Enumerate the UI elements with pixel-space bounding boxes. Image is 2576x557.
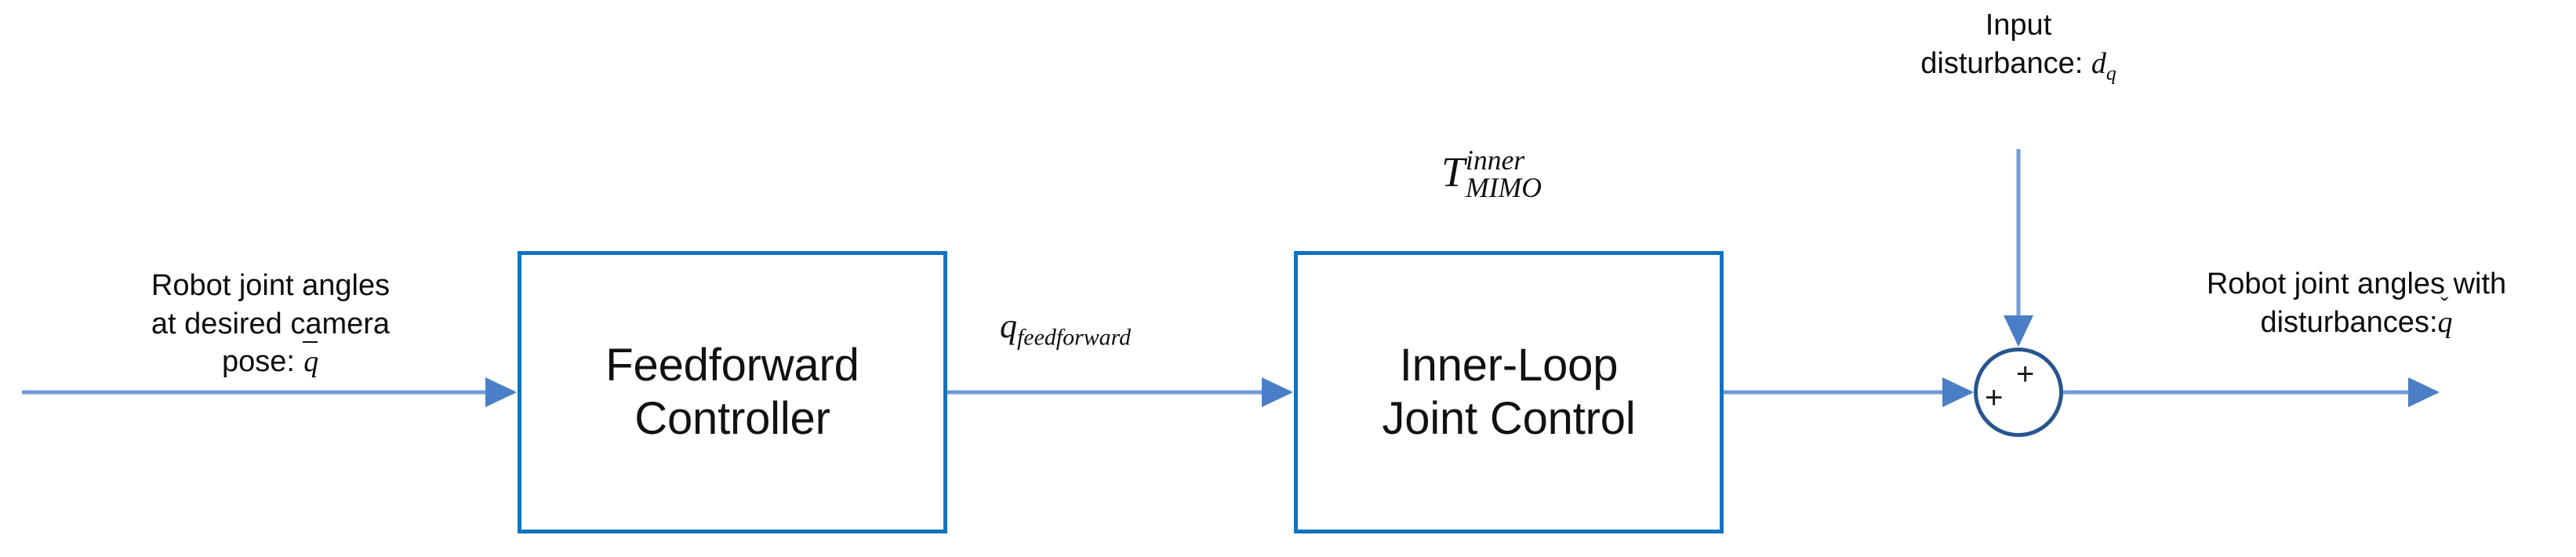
symbol-d-q: dq: [2091, 46, 2116, 84]
label-output-signal-text: Robot joint angles with disturbances:: [2206, 268, 2507, 339]
block-inner-loop-joint-control[interactable]: Inner-Loop Joint Control: [1294, 251, 1724, 533]
label-feedforward-signal: qfeedforward: [1000, 306, 1131, 351]
symbol-q-bar: q: [302, 340, 320, 381]
label-transfer-function-superscript: inner: [1466, 144, 1525, 177]
label-input-signal-text: Robot joint angles at desired camera pos…: [151, 269, 391, 379]
block-inner-loop-joint-control-label: Inner-Loop Joint Control: [1382, 339, 1636, 444]
block-feedforward-controller-label: Feedforward Controller: [605, 339, 859, 444]
label-input-disturbance: Input disturbance: dq: [1822, 6, 2214, 86]
sum-sign-top: +: [2016, 357, 2035, 391]
summing-junction[interactable]: [1974, 348, 2063, 437]
label-feedforward-signal-base: q: [1000, 307, 1017, 345]
symbol-q-caron-base: q: [2437, 305, 2453, 339]
label-transfer-function-base: T: [1441, 148, 1466, 195]
label-input-disturbance-text: Input disturbance:: [1920, 9, 2084, 80]
block-feedforward-controller[interactable]: Feedforward Controller: [518, 251, 947, 533]
label-input-signal: Robot joint angles at desired camera pos…: [102, 267, 439, 381]
sum-sign-left: +: [1985, 380, 2004, 415]
label-transfer-function-subscript: MIMO: [1466, 172, 1542, 204]
symbol-d-q-subscript: q: [2105, 60, 2116, 84]
label-feedforward-signal-subscript: feedforward: [1017, 324, 1132, 351]
symbol-q-caron-accent: ˇ: [2440, 292, 2449, 320]
symbol-d-q-base: d: [2091, 46, 2106, 80]
